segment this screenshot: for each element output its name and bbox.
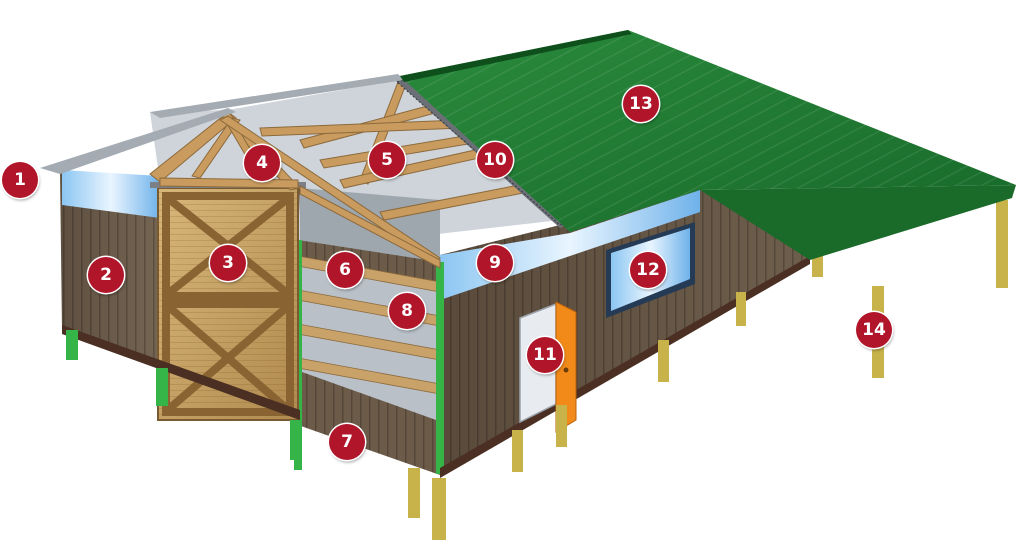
support-posts [66, 286, 884, 540]
callout-2: 2 [88, 257, 124, 293]
callout-13: 13 [623, 86, 659, 122]
callout-7: 7 [329, 424, 365, 460]
callout-8: 8 [389, 293, 425, 329]
callout-11: 11 [527, 337, 563, 373]
callout-3: 3 [210, 245, 246, 281]
callout-10: 10 [477, 142, 513, 178]
callout-12: 12 [630, 252, 666, 288]
callout-14: 14 [856, 312, 892, 348]
callout-1: 1 [2, 162, 38, 198]
eave-trim [40, 108, 236, 174]
callout-5: 5 [369, 142, 405, 178]
callout-6: 6 [327, 252, 363, 288]
callout-9: 9 [477, 245, 513, 281]
callout-4: 4 [244, 145, 280, 181]
lean-to-posts-back [812, 200, 1008, 288]
interior [150, 78, 560, 250]
translucent-panel-left [62, 170, 160, 218]
walk-door [519, 301, 577, 433]
lean-to-roof [700, 185, 1016, 260]
